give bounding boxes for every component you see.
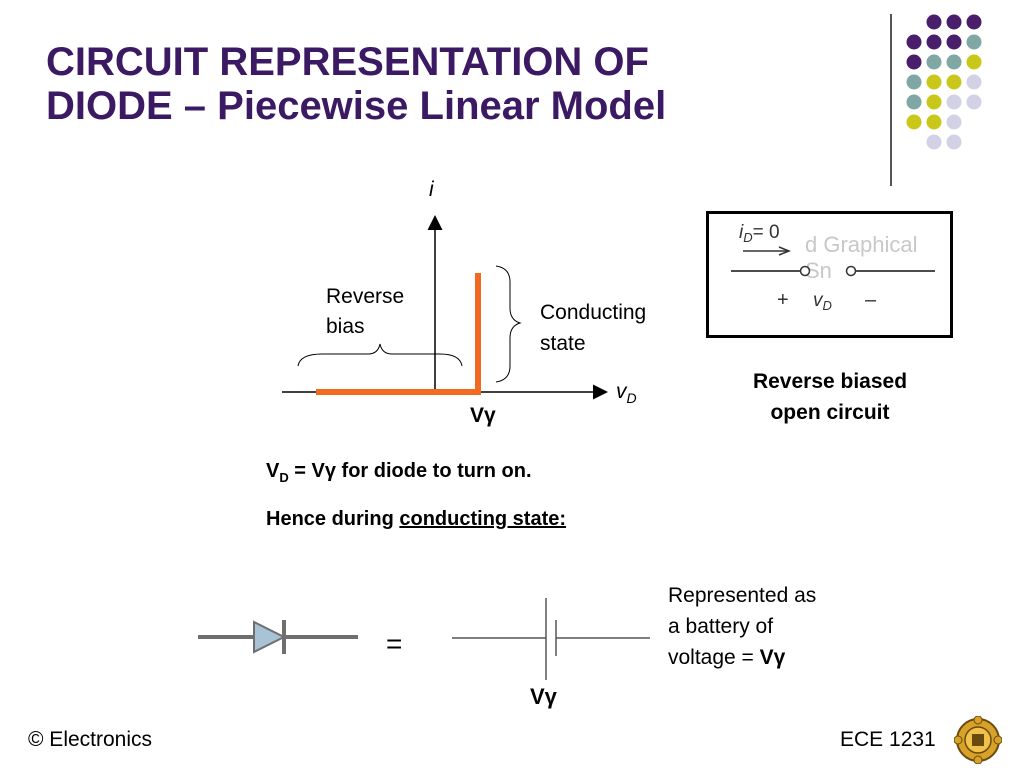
reverse-bias-label-1: Reverse xyxy=(326,285,404,308)
decorative-dot xyxy=(906,54,922,70)
desc-line-2: a battery of xyxy=(668,615,774,638)
battery-description: Represented as a battery of voltage = Vγ xyxy=(668,580,868,673)
conducting-brace xyxy=(495,265,522,383)
reverse-bias-circuit-figure: d Graphical Sn iD= 0 + vD – xyxy=(706,211,953,338)
diode-triangle xyxy=(253,620,287,654)
decorative-dot xyxy=(906,114,922,130)
turn-on-condition: VD = Vγ for diode to turn on. xyxy=(266,460,532,485)
caption-line-1: Reverse biased xyxy=(752,370,908,393)
battery-symbol xyxy=(452,598,650,680)
conducting-label-1: Conducting xyxy=(540,301,646,324)
university-logo-icon xyxy=(954,716,1002,764)
decorative-dot xyxy=(926,34,942,50)
decorative-dot xyxy=(946,74,962,90)
scan-ghost-text: d Graphical Sn xyxy=(805,232,918,283)
conducting-label-2: state xyxy=(540,332,586,355)
footer-copyright: © Electronics xyxy=(28,728,153,751)
footer-course-code: ECE 1231 xyxy=(840,728,936,751)
plus-sign: + xyxy=(777,289,789,311)
decorative-dot xyxy=(966,54,982,70)
left-terminal xyxy=(799,265,811,277)
decorative-dot xyxy=(966,34,982,50)
decorative-dot xyxy=(946,54,962,70)
title-line-1: CIRCUIT REPRESENTATION OF xyxy=(46,40,649,84)
desc-line-3: voltage = Vγ xyxy=(668,642,868,673)
y-axis-label: i xyxy=(429,178,435,201)
decorative-dot xyxy=(926,74,942,90)
pwl-characteristic-graph: i vD Reverse bias Conducting state Vγ xyxy=(282,178,646,427)
decorative-dot xyxy=(946,34,962,50)
hence-prefix: Hence during xyxy=(266,508,400,530)
decorative-dot xyxy=(926,94,942,110)
turn-on-text: = Vγ for diode to turn on. xyxy=(294,460,532,482)
decorative-dot xyxy=(966,14,982,30)
decorative-dot xyxy=(946,14,962,30)
threshold-voltage-label: Vγ xyxy=(470,404,496,427)
desc-value: Vγ xyxy=(759,646,786,669)
title-line-2: DIODE – Piecewise Linear Model xyxy=(46,84,667,128)
diode-symbol xyxy=(198,620,358,654)
decorative-dot xyxy=(906,74,922,90)
decorative-dot xyxy=(926,14,942,30)
slide-title: CIRCUIT REPRESENTATION OF DIODE – Piecew… xyxy=(46,40,846,128)
decorative-dot xyxy=(906,94,922,110)
desc-line-3-text: voltage = xyxy=(668,646,760,669)
decorative-dot-grid xyxy=(906,14,982,150)
decorative-dot xyxy=(926,134,942,150)
x-axis-label: vD xyxy=(616,380,637,406)
hence-statement: Hence during conducting state: xyxy=(266,508,566,531)
caption-line-2: open circuit xyxy=(770,401,890,424)
decorative-dot xyxy=(946,134,962,150)
current-arrow-head xyxy=(778,246,792,256)
decorative-dot xyxy=(906,34,922,50)
conducting-state-heading: conducting state: xyxy=(399,508,567,530)
minus-sign: – xyxy=(865,289,877,311)
decorative-dot xyxy=(926,54,942,70)
vd-subscript: D xyxy=(279,470,289,485)
battery-voltage-label: Vγ xyxy=(530,684,557,709)
decorative-dot xyxy=(946,94,962,110)
reverse-bias-brace xyxy=(297,343,463,367)
open-circuit-drawing: iD= 0 + vD – xyxy=(731,222,935,313)
title-divider-line xyxy=(890,14,892,186)
decorative-dot xyxy=(946,114,962,130)
vd-symbol: V xyxy=(266,460,280,482)
right-terminal xyxy=(845,265,857,277)
decorative-dot xyxy=(926,114,942,130)
reverse-bias-caption: Reverse biased open circuit xyxy=(710,366,950,428)
reverse-bias-label-2: bias xyxy=(326,315,365,338)
decorative-dot xyxy=(966,74,982,90)
decorative-dot xyxy=(966,94,982,110)
id-label: iD= 0 xyxy=(739,222,780,245)
equals-sign: = xyxy=(386,628,403,659)
desc-line-1: Represented as xyxy=(668,584,817,607)
vd-label: vD xyxy=(813,290,832,313)
